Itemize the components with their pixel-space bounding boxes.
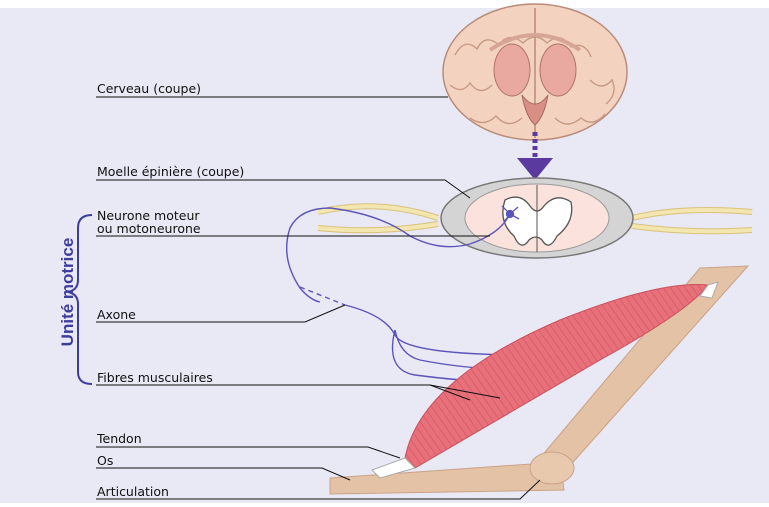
label-moelle-epiniere: Moelle épinière (coupe) <box>97 165 244 178</box>
label-tendon: Tendon <box>97 432 142 445</box>
label-unite-motrice: Unité motrice <box>58 232 78 352</box>
label-axone: Axone <box>97 308 136 321</box>
label-motoneurone: ou motoneurone <box>97 222 201 235</box>
label-fibres-musculaires: Fibres musculaires <box>97 371 213 384</box>
brain-section <box>443 4 627 140</box>
label-articulation: Articulation <box>97 485 169 498</box>
label-os: Os <box>97 454 113 467</box>
label-cerveau: Cerveau (coupe) <box>97 82 201 95</box>
